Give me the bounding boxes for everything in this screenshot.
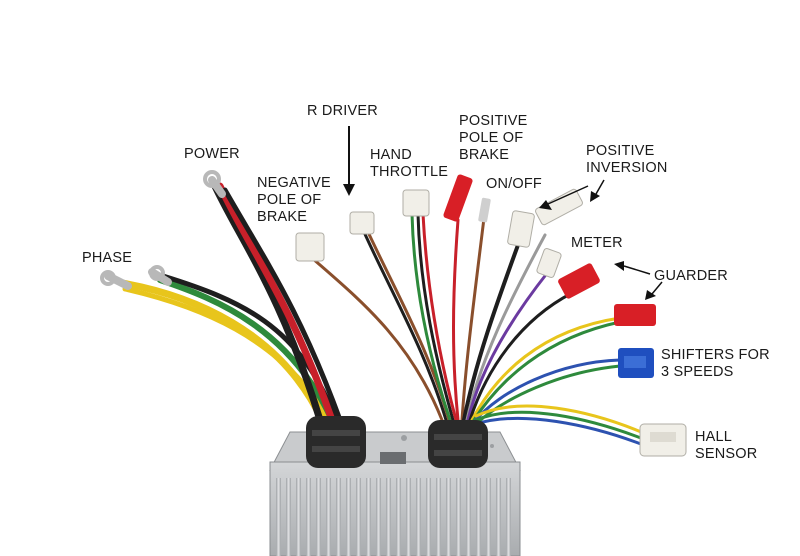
label-line: POLE OF [459,130,524,146]
wires-left-group [118,180,343,425]
hand-throttle-connector [402,189,430,217]
negative-brake-connector [295,232,325,262]
label-line: NEGATIVE [257,175,331,191]
label-line: SENSOR [695,446,758,462]
guarder-arrow-top [614,261,651,275]
guarder-arrow-bottom [645,281,663,300]
label-line: SHIFTERS FOR [661,347,770,363]
label-line: 3 SPEEDS [661,364,734,380]
wires-right-group [310,212,648,448]
label-line: POSITIVE [586,143,655,159]
label-on-off: ON/OFF [486,176,542,192]
label-line: THROTTLE [370,164,449,180]
positive-inversion-arrow-left [539,185,589,210]
power-ring-terminal [203,170,226,198]
label-positive-pole-of-brake: POSITIVE POLE OF BRAKE [459,113,527,164]
label-line: POLE OF [257,192,322,208]
label-positive-inversion: POSITIVE INVERSION [586,143,668,177]
hall-sensor-connector [639,423,687,457]
label-meter: METER [571,235,623,251]
label-hand-throttle: HAND THROTTLE [370,147,448,181]
positive-inversion-arrow-right [590,179,605,202]
cable-grommet-right [428,420,488,468]
label-line: HALL [695,429,733,445]
label-line: BRAKE [459,147,510,163]
phase-ring-terminals [100,265,172,290]
label-negative-pole-of-brake: NEGATIVE POLE OF BRAKE [257,175,331,226]
cable-grommet-left [306,416,366,468]
label-line: INVERSION [586,160,668,176]
housing-sticker [380,452,406,464]
label-power: POWER [184,146,240,162]
heatsink-fins [276,478,511,556]
label-guarder: GUARDER [654,268,728,284]
shifters-connector [618,348,654,378]
label-line: BRAKE [257,209,308,225]
on-off-terminal [478,197,491,223]
label-hall-sensor: HALL SENSOR [695,429,757,463]
r-driver-arrow [343,126,355,196]
meter-connector [536,248,562,278]
positive-brake-connector [443,174,473,222]
label-r-driver: R DRIVER [307,103,378,119]
guarder-connectors [558,263,656,326]
label-phase: PHASE [82,250,133,266]
label-line: POSITIVE [459,113,528,129]
positive-inversion-connectors [507,188,583,248]
label-line: HAND [370,147,412,163]
label-shifters-for-3-speeds: SHIFTERS FOR 3 SPEEDS [661,347,770,381]
r-driver-connector [349,211,375,235]
